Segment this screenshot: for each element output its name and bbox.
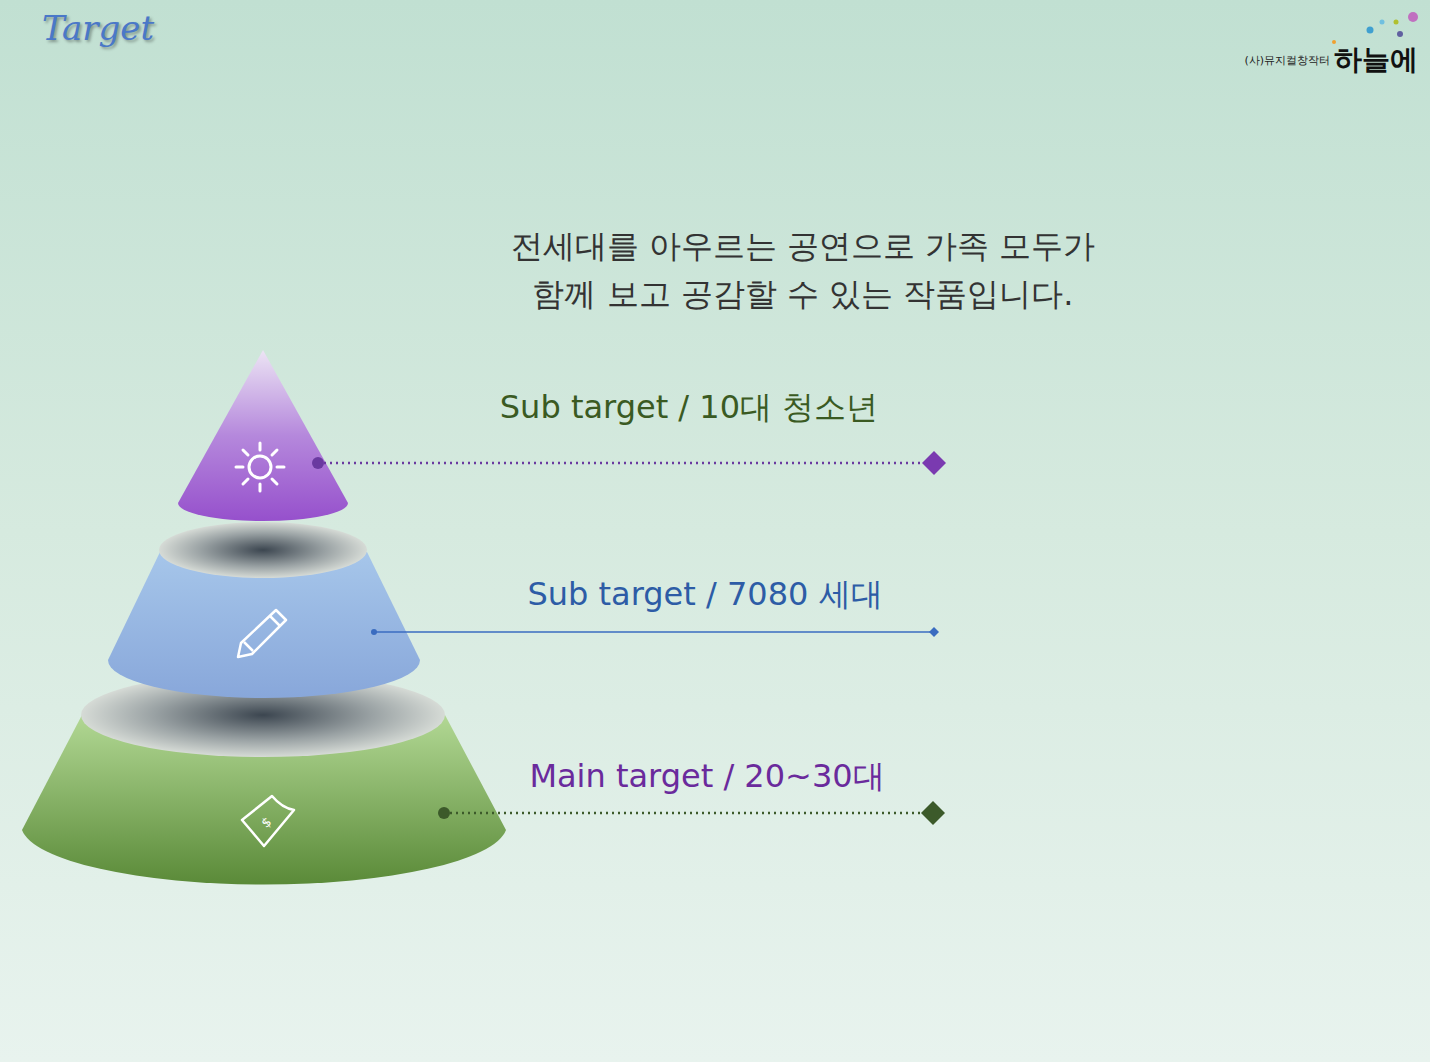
logo-subtitle: (사)뮤지컬창작터 bbox=[1244, 53, 1330, 68]
leader-dot bbox=[371, 629, 377, 635]
top-tier bbox=[178, 350, 348, 521]
leader-diamond bbox=[921, 801, 945, 825]
leader-line bbox=[374, 631, 930, 633]
pencil-icon bbox=[238, 610, 286, 657]
leader-line bbox=[444, 812, 926, 815]
target-label: Sub target / 7080 세대 bbox=[527, 573, 882, 617]
money-icon: $ bbox=[242, 796, 294, 846]
intro-text: 전세대를 아우르는 공연으로 가족 모두가 함께 보고 공감할 수 있는 작품입… bbox=[503, 222, 1103, 318]
leader-dot bbox=[438, 807, 450, 819]
logo-name: 하늘에 bbox=[1334, 41, 1418, 79]
leader-diamond bbox=[922, 451, 946, 475]
logo-dots bbox=[1332, 12, 1418, 44]
leader-line bbox=[318, 462, 928, 465]
slide-title: Target bbox=[42, 8, 154, 48]
sun-icon bbox=[236, 443, 284, 491]
leader-dot bbox=[312, 457, 324, 469]
target-label: Sub target / 10대 청소년 bbox=[500, 386, 878, 430]
tier-top bbox=[159, 522, 367, 578]
leader-diamond bbox=[929, 627, 939, 637]
target-label: Main target / 20~30대 bbox=[529, 755, 884, 799]
svg-text:$: $ bbox=[258, 814, 274, 831]
